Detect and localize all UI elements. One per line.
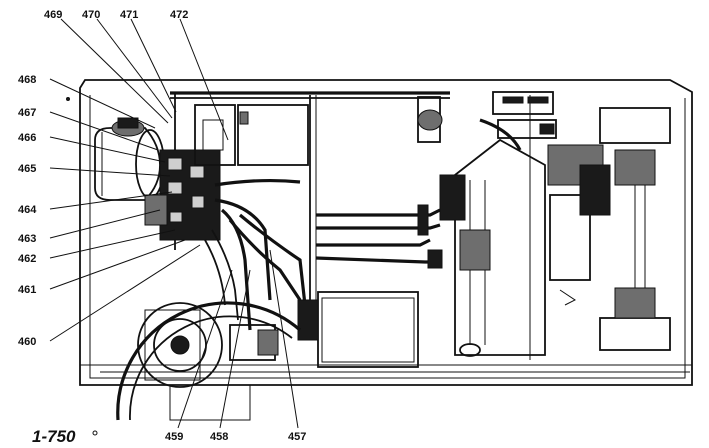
callout-461: 461 <box>18 284 36 296</box>
top-right-components <box>417 91 557 143</box>
leader-lines <box>49 18 299 429</box>
callout-460: 460 <box>18 336 36 348</box>
callout-labels: 469 470 471 472 468 467 466 465 464 463 … <box>18 9 306 443</box>
leader-465 <box>49 167 171 177</box>
leader-467 <box>49 111 159 151</box>
callout-466: 466 <box>18 132 36 144</box>
leader-469 <box>60 18 169 124</box>
callout-468: 468 <box>18 74 36 86</box>
leader-464 <box>49 191 173 210</box>
pipe-bundle <box>204 178 443 331</box>
lower-tank <box>297 291 419 368</box>
figure-number: 1-750 <box>32 427 76 446</box>
filter-cap <box>111 117 145 137</box>
valve-block <box>144 104 236 241</box>
dot-mark <box>66 97 70 101</box>
leader-457 <box>269 249 299 429</box>
figure-number-mark <box>92 430 98 436</box>
leader-458 <box>219 269 251 429</box>
leader-470 <box>96 18 173 119</box>
leader-462 <box>49 229 176 259</box>
leader-471 <box>130 18 177 113</box>
callout-458: 458 <box>210 431 228 443</box>
callout-459: 459 <box>165 431 183 443</box>
callout-469: 469 <box>44 9 62 21</box>
wheel-housing <box>116 301 302 421</box>
callout-462: 462 <box>18 253 36 265</box>
electrical-box <box>237 104 309 166</box>
callout-465: 465 <box>18 163 36 175</box>
callout-464: 464 <box>18 204 37 216</box>
callout-472: 472 <box>170 9 188 21</box>
engine-block <box>439 118 546 357</box>
final-drive <box>547 107 671 351</box>
leader-459 <box>177 269 233 429</box>
callout-467: 467 <box>18 107 36 119</box>
callout-471: 471 <box>120 9 138 21</box>
callout-463: 463 <box>18 233 36 245</box>
leader-466 <box>49 136 166 163</box>
callout-470: 470 <box>82 9 100 21</box>
leader-461 <box>49 239 186 290</box>
hull-outline <box>79 79 693 386</box>
leader-460 <box>49 244 201 342</box>
leader-463 <box>49 209 161 239</box>
leader-472 <box>179 18 229 141</box>
left-tank <box>94 127 165 201</box>
callout-457: 457 <box>288 431 306 443</box>
frame-rails <box>170 91 531 360</box>
leader-468 <box>49 78 156 129</box>
